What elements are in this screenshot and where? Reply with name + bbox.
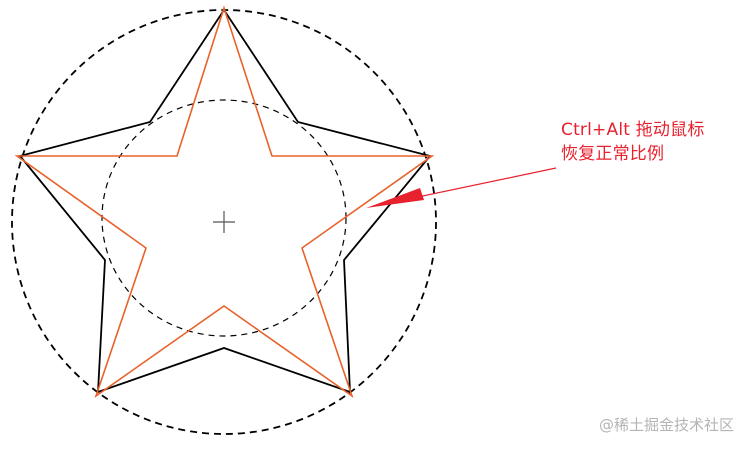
center-crosshair-icon [213,211,235,233]
annotation-line-1: Ctrl+Alt 拖动鼠标 [561,120,705,140]
annotation-line-2: 恢复正常比例 [561,144,665,164]
watermark: @稀土掘金技术社区 [598,416,734,434]
annotation-text: Ctrl+Alt 拖动鼠标 恢复正常比例 [561,118,705,166]
annotation-arrow-icon [366,167,557,208]
inner-dashed-circle [101,99,347,337]
black-star-outline [18,8,432,394]
orange-star-outline [14,5,435,399]
